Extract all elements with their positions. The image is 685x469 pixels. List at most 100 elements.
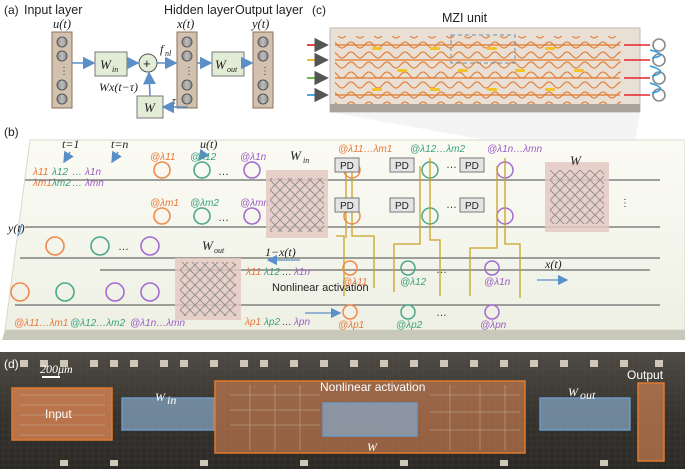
- lambda-row-1: λ11 λ12 … λ1n: [32, 167, 101, 178]
- lam-12: λ12: [51, 167, 68, 178]
- win-range-n: @λ1n…λmn: [487, 144, 542, 155]
- panel-b: (b) t=1 t=n λ11 λ12 … λ1n λm1 λm2 … λmn …: [2, 125, 685, 340]
- a-x-t-label: x(t): [176, 17, 194, 31]
- panel-a: (a) Input layer Hidden layer Output laye…: [4, 3, 303, 119]
- at-lam-11: @λ11: [150, 152, 175, 163]
- w-out-region: [539, 397, 631, 431]
- pump-lambda-row: λp1 λp2 … λpn: [244, 317, 310, 328]
- b-w-in-label: W: [290, 148, 302, 163]
- w-out-box-sub: out: [227, 65, 238, 74]
- p-lam-n: λpn: [293, 317, 310, 328]
- lam-dots-1: …: [72, 167, 82, 178]
- bottom-range-n: @λ1n…λmn: [130, 318, 185, 329]
- svg-text:⋮: ⋮: [260, 66, 270, 77]
- out-lambda-row: λ11 λ12 … λ1n: [245, 267, 310, 278]
- lam-dots-2: …: [72, 178, 82, 189]
- w-in-region-sub: in: [167, 393, 176, 407]
- b-y-t-label: y(t): [7, 221, 25, 235]
- w-in-mesh: [266, 170, 328, 238]
- w-region-label: W: [367, 440, 378, 454]
- scale-bar-label: 200μm: [40, 362, 73, 376]
- pd-labels: PD PD PD PD PD PD: [340, 161, 479, 212]
- b-w-in-sub: in: [303, 156, 309, 165]
- nl-dots-1: …: [436, 264, 447, 276]
- w-out-box-label: W: [215, 57, 227, 72]
- w-out-region-label: W: [568, 385, 579, 399]
- pd-label-1: PD: [340, 161, 354, 172]
- ring-dots-2: …: [218, 212, 229, 224]
- sum-symbol: +: [143, 56, 151, 71]
- input-node-column: ⋮: [51, 31, 73, 109]
- w-in-region: [121, 397, 215, 431]
- at-lambda-top: @λ11 @λ12 @λ1n @λm1 @λm2 @λmn: [150, 152, 269, 209]
- at-lam-1n: @λ1n: [240, 152, 267, 163]
- w-in-box-label: W: [100, 57, 112, 72]
- w-region: [322, 402, 418, 437]
- nl-at-1n: @λ1n: [484, 277, 511, 288]
- p-lam-1: λp1: [244, 317, 261, 328]
- input-rings: [153, 161, 261, 225]
- pd-label-6: PD: [465, 201, 479, 212]
- out-ring-dots: …: [118, 241, 129, 253]
- panel-d: (d) 200μm Input W in Nonlinear activatio…: [0, 352, 685, 469]
- b-nonlinear-label: Nonlinear activation: [272, 282, 369, 294]
- win-range-1: @λ11…λm1: [338, 144, 392, 155]
- win-range-2: @λ12…λm2: [410, 144, 465, 155]
- nonlinear-lambda-labels: @λ11 @λ12 @λ1n @λp1 @λp2 @λpn: [338, 277, 511, 331]
- svg-text:⋮: ⋮: [59, 66, 69, 77]
- w-out-mesh: [175, 258, 241, 320]
- lam-1n: λ1n: [84, 167, 101, 178]
- a-y-t-label: y(t): [250, 17, 269, 31]
- panel-b-label: (b): [4, 125, 19, 139]
- w-in-range-labels: @λ11…λm1 @λ12…λm2 @λ1n…λmn: [338, 144, 542, 155]
- nl-at-11: @λ11: [342, 277, 367, 288]
- w-out-region-sub: out: [580, 388, 596, 402]
- w-mesh: [545, 162, 609, 232]
- nl-at-p1: @λp1: [338, 320, 364, 331]
- tn-label: t=n: [111, 137, 128, 151]
- output-region: [637, 382, 665, 462]
- pd-blocks: [334, 157, 485, 213]
- pd-dots-2: …: [446, 199, 457, 211]
- one-minus-x-label: 1−x(t): [265, 245, 296, 259]
- control-wires: [336, 158, 521, 298]
- chip-traces: [20, 385, 520, 450]
- lam-m2: λm2: [51, 178, 71, 189]
- mzi-unit-title: MZI unit: [442, 11, 488, 25]
- at-lam-12: @λ12: [190, 152, 217, 163]
- panel-c: (c) MZI unit: [307, 3, 666, 140]
- mzi-input-arrows: [307, 37, 329, 103]
- nl-at-pn: @λpn: [480, 320, 507, 331]
- p-lam-dots: …: [282, 317, 292, 328]
- nl-dots-2: …: [436, 307, 447, 319]
- at-lam-m2: @λm2: [190, 198, 219, 209]
- w-in-box-sub: in: [112, 65, 118, 74]
- mzi-phase-shifters: [372, 47, 584, 91]
- lam-11: λ11: [32, 167, 48, 178]
- input-region: [11, 387, 113, 441]
- panel-a-arrows: [72, 56, 254, 114]
- bottom-range-labels: @λ11…λm1 @λ12…λm2 @λ1n…λmn: [14, 318, 185, 329]
- nl-at-p2: @λp2: [396, 320, 423, 331]
- t1-label: t=1: [62, 137, 79, 151]
- bond-pads: [20, 360, 663, 466]
- lam-m1: λm1: [32, 178, 52, 189]
- b-u-t-label: u(t): [200, 137, 217, 151]
- f-nl-label: f: [160, 42, 165, 56]
- output-region-label: Output: [627, 368, 664, 382]
- hidden-layer-title: Hidden layer: [164, 3, 234, 17]
- out-lam-1n: λ1n: [293, 267, 310, 278]
- p-lam-2: λp2: [263, 317, 280, 328]
- bottom-range-1: @λ11…λm1: [14, 318, 68, 329]
- lam-mn: λmn: [84, 178, 104, 189]
- nl-at-12: @λ12: [400, 277, 427, 288]
- hidden-node-column: ⋮: [176, 31, 198, 109]
- b-w-out-sub: out: [214, 246, 225, 255]
- tau-label: τ: [172, 95, 177, 107]
- pd-label-4: PD: [340, 201, 354, 212]
- f-nl-sub: nl: [165, 49, 172, 58]
- w-vdots: ⋮: [620, 198, 630, 209]
- lambda-row-2: λm1 λm2 … λmn: [32, 178, 104, 189]
- panel-a-label: (a): [4, 3, 19, 17]
